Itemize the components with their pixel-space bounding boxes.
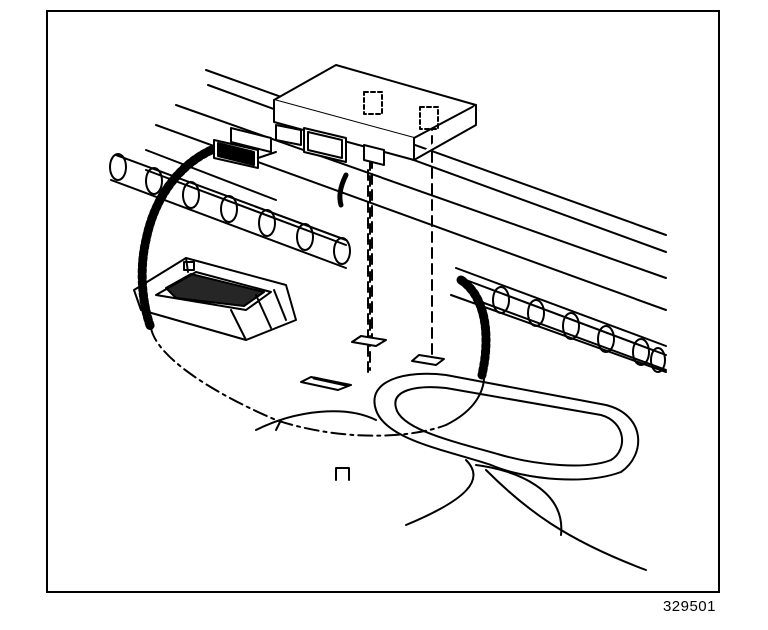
wiring-harness <box>137 143 491 437</box>
floor-opening <box>373 372 640 481</box>
module-box <box>273 64 477 166</box>
floor-contours <box>255 410 647 571</box>
module-installation-illustration <box>109 64 667 571</box>
hvac-ducts <box>109 153 667 373</box>
floor-bracket <box>133 257 297 341</box>
figure-number: 329501 <box>662 598 716 615</box>
harness-connector <box>213 127 277 169</box>
